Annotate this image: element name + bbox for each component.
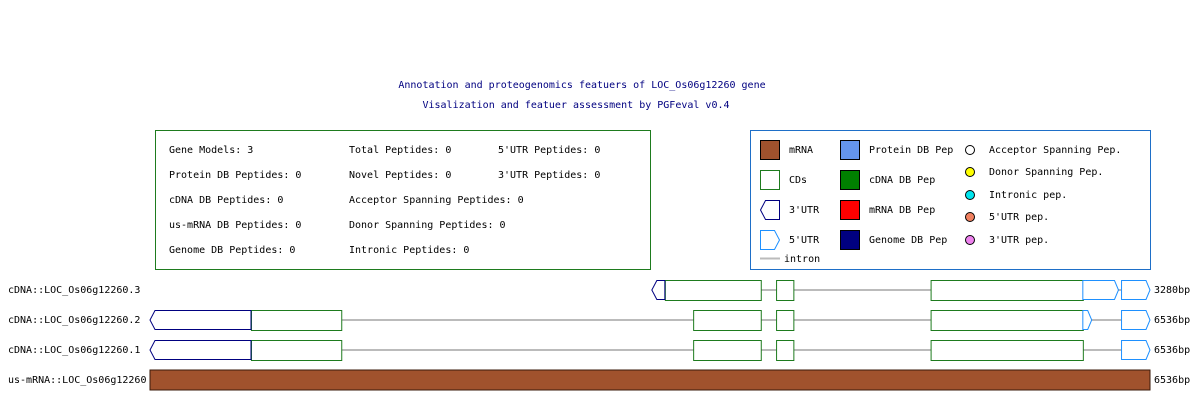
utr5-exon (1082, 280, 1120, 300)
legend-swatch (760, 230, 781, 250)
legend-item-utr5: 5'UTR (760, 230, 820, 250)
stats-box (155, 130, 651, 270)
legend-swatch (840, 170, 860, 190)
stat-item: Protein DB Peptides: 0 (169, 170, 301, 181)
legend-item-intron: intron (760, 254, 820, 265)
legend-item-mrna: mRNA (760, 140, 813, 160)
cds-exon (776, 280, 795, 301)
track-length: 3280bp (1154, 285, 1190, 296)
utr3-exon (651, 280, 666, 300)
legend-label: 5'UTR pep. (989, 212, 1049, 223)
legend-label: cDNA DB Pep (869, 175, 935, 186)
diagram-title: Annotation and proteogenomics featuers o… (398, 80, 765, 91)
legend-item-mrna_db: mRNA DB Pep (840, 200, 935, 220)
legend-label: 3'UTR pep. (989, 235, 1049, 246)
legend-swatch (760, 170, 780, 190)
track-length: 6536bp (1154, 345, 1190, 356)
cds-exon (776, 310, 795, 331)
track-name: cDNA::LOC_Os06g12260.3 (8, 285, 140, 296)
legend-panel: mRNA CDs 3'UTR 5'UTR intron Protein DB Pep cDN… (759, 140, 1121, 265)
legend-item-genome_db: Genome DB Pep (840, 230, 947, 250)
legend-label: mRNA (789, 145, 813, 156)
cds-exon (930, 340, 1084, 361)
cds-exon (776, 340, 795, 361)
legend-item-cdna_db: cDNA DB Pep (840, 170, 935, 190)
legend-label: 3'UTR (789, 205, 820, 216)
legend-item-utr3pep: 3'UTR pep. (965, 235, 1049, 246)
stat-item: us-mRNA DB Peptides: 0 (169, 220, 301, 231)
legend-swatch (965, 145, 975, 155)
legend-swatch (965, 190, 975, 200)
track-name: us-mRNA::LOC_Os06g12260 (8, 375, 146, 386)
diagram-subtitle: Visalization and featuer assessment by P… (422, 100, 729, 111)
legend-item-donor: Donor Spanning Pep. (965, 167, 1103, 178)
stat-item: cDNA DB Peptides: 0 (169, 195, 283, 206)
legend-swatch (760, 140, 780, 160)
cds-exon (664, 280, 762, 301)
legend-box (750, 130, 1151, 270)
legend-swatch (759, 200, 780, 220)
legend-item-utr3: 3'UTR (759, 200, 820, 220)
legend-label: Donor Spanning Pep. (989, 167, 1103, 178)
track-0: cDNA::LOC_Os06g12260.3 3280bp (8, 280, 1190, 301)
legend-item-protein_db: Protein DB Pep (840, 140, 953, 160)
stat-item: 3'UTR Peptides: 0 (498, 170, 600, 181)
track-length: 6536bp (1154, 375, 1190, 386)
stat-item: Donor Spanning Peptides: 0 (349, 220, 506, 231)
utr3-exon (149, 310, 252, 330)
legend-label: CDs (789, 175, 807, 186)
mrna-block (149, 369, 1151, 391)
stat-item: Intronic Peptides: 0 (349, 245, 469, 256)
track-length: 6536bp (1154, 315, 1190, 326)
legend-item-intronic: Intronic pep. (965, 190, 1067, 201)
legend-label: Acceptor Spanning Pep. (989, 145, 1121, 156)
stat-item: 5'UTR Peptides: 0 (498, 145, 600, 156)
legend-label: Intronic pep. (989, 190, 1067, 201)
utr5-exon (1121, 340, 1151, 360)
track-1: cDNA::LOC_Os06g12260.2 6536bp (8, 310, 1190, 331)
utr3-exon (149, 340, 252, 360)
legend-swatch (965, 235, 975, 245)
stat-item: Genome DB Peptides: 0 (169, 245, 295, 256)
cds-exon (250, 340, 343, 361)
track-3: us-mRNA::LOC_Os06g12260 6536bp (8, 369, 1190, 391)
legend-swatch (965, 212, 975, 222)
legend-item-cds: CDs (760, 170, 807, 190)
stat-item: Gene Models: 3 (169, 145, 253, 156)
cds-exon (250, 310, 343, 331)
stats-panel: Gene Models: 3 Total Peptides: 0 5'UTR Pep… (169, 145, 600, 256)
legend-label: Genome DB Pep (869, 235, 947, 246)
cds-exon (693, 340, 762, 361)
legend-label: intron (784, 254, 820, 265)
cds-exon (930, 280, 1084, 301)
legend-swatch (965, 167, 975, 177)
cds-exon (930, 310, 1084, 331)
legend-label: Protein DB Pep (869, 145, 953, 156)
legend-item-utr5pep: 5'UTR pep. (965, 212, 1049, 223)
legend-swatch (840, 140, 860, 160)
utr5-exon (1082, 310, 1093, 330)
utr5-exon (1121, 310, 1151, 330)
utr5-exon (1121, 280, 1151, 300)
track-name: cDNA::LOC_Os06g12260.2 (8, 315, 140, 326)
stat-item: Novel Peptides: 0 (349, 170, 451, 181)
stat-item: Total Peptides: 0 (349, 145, 451, 156)
track-2: cDNA::LOC_Os06g12260.1 6536bp (8, 340, 1190, 361)
legend-label: mRNA DB Pep (869, 205, 935, 216)
track-name: cDNA::LOC_Os06g12260.1 (8, 345, 140, 356)
legend-item-acceptor: Acceptor Spanning Pep. (965, 145, 1121, 156)
legend-swatch (840, 200, 860, 220)
cds-exon (693, 310, 762, 331)
stat-item: Acceptor Spanning Peptides: 0 (349, 195, 524, 206)
legend-label: 5'UTR (789, 235, 820, 246)
legend-swatch (840, 230, 860, 250)
